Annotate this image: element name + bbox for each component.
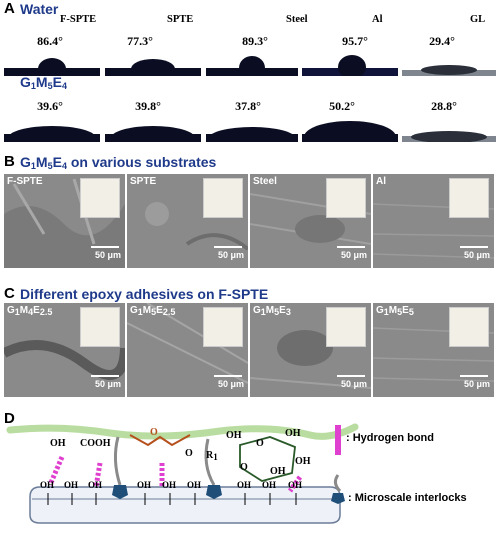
sample-photo (203, 307, 243, 347)
surface-oh-4: OH (137, 480, 152, 490)
sem-label: G1M5E5 (376, 305, 414, 317)
sem-label: SPTE (130, 176, 157, 187)
scale-bar-label: 50 μm (340, 250, 367, 260)
adhesive-droplet-steel (206, 114, 298, 142)
group-ring-oh-2: OH (285, 428, 301, 439)
water-droplet-gl (402, 48, 496, 76)
sem-label: G1M5E2.5 (130, 305, 176, 317)
ester-group (129, 434, 191, 447)
interlock-chains (113, 436, 216, 486)
panel-letter-a: A (4, 0, 15, 17)
sample-photo (80, 178, 120, 218)
sample-photo (449, 307, 489, 347)
group-ring-oh-4: OH (295, 456, 311, 467)
panel-letter-b: B (4, 153, 15, 170)
substrate-tray (29, 486, 341, 524)
adhesive-angle-steel: 37.8° (235, 99, 261, 113)
group-ring-oh-3: OH (270, 466, 286, 477)
scale-bar-label: 50 μm (340, 379, 367, 389)
panel-c-title: Different epoxy adhesives on F-SPTE (20, 286, 269, 302)
sample-photo (203, 178, 243, 218)
adhesive-droplet-spte (105, 114, 201, 142)
water-droplet-al (302, 48, 398, 76)
group-cooh: COOH (80, 438, 111, 449)
sem-image-g1m5e5: G1M5E5 50 μm (373, 303, 494, 397)
panel-a-title: Water (20, 1, 59, 17)
surface-oh-1: OH (40, 480, 55, 490)
interlock-legend-swatch (333, 474, 342, 493)
surface-oh-5: OH (162, 480, 177, 490)
sample-photo (326, 307, 366, 347)
substrate-label-steel: Steel (286, 14, 308, 25)
sugar-ring (239, 436, 296, 482)
sem-label: Steel (253, 176, 277, 187)
water-angle-spte: 77.3° (127, 34, 153, 48)
scale-bar-label: 50 μm (217, 379, 244, 389)
sem-image-al: Al 50 μm (373, 174, 494, 268)
surface-sticks (47, 493, 297, 505)
substrate-label-al: Al (372, 14, 383, 25)
sem-image-g1m5e3: G1M5E3 50 μm (250, 303, 371, 397)
group-oh: OH (50, 438, 66, 449)
adhesive-droplet-fspte (4, 114, 100, 142)
surface-oh-2: OH (64, 480, 79, 490)
interlock-markers (112, 485, 222, 499)
adhesive-angle-al: 50.2° (329, 99, 355, 113)
group-ring-o-2: O (240, 462, 248, 473)
sem-label: Al (376, 176, 386, 187)
adhesive-label: G1M5E4 (20, 74, 67, 91)
water-angle-al: 95.7° (342, 34, 368, 48)
surface-oh-7: OH (237, 480, 252, 490)
sem-label: F-SPTE (7, 176, 43, 187)
sem-image-g1m4e2.5: G1M4E2.5 50 μm (4, 303, 125, 397)
water-angle-fspte: 86.4° (37, 34, 63, 48)
adhesive-angle-gl: 28.8° (431, 99, 457, 113)
group-ring-oh-1: OH (226, 430, 242, 441)
legend-microscale-interlocks: : Microscale interlocks (348, 492, 467, 504)
legend-hydrogen-bond: : Hydrogen bond (346, 432, 434, 444)
scale-bar-label: 50 μm (94, 250, 121, 260)
substrate-label-fspte: F-SPTE (60, 14, 97, 25)
sample-photo (449, 178, 489, 218)
sample-photo (326, 178, 366, 218)
sem-image-g1m5e2.5: G1M5E2.5 50 μm (127, 303, 248, 397)
adhesive-droplet-al (302, 112, 398, 142)
water-droplet-spte (105, 48, 201, 76)
water-droplet-fspte (4, 48, 100, 76)
panel-letter-d: D (4, 410, 15, 427)
surface-oh-6: OH (187, 480, 202, 490)
hydrogen-bonds (47, 456, 303, 493)
sample-photo (80, 307, 120, 347)
adhesive-droplet-gl (402, 114, 496, 142)
panel-letter-c: C (4, 285, 15, 302)
water-droplet-steel (206, 48, 298, 76)
adhesive-angle-fspte: 39.6° (37, 99, 63, 113)
surface-oh-8: OH (262, 480, 277, 490)
hydrogen-bond-legend-swatch (335, 425, 341, 455)
substrate-label-spte: SPTE (167, 14, 194, 25)
sem-image-spte: SPTE 50 μm (127, 174, 248, 268)
group-o-1: O (150, 427, 158, 438)
surface-oh-3: OH (88, 480, 103, 490)
mechanism-diagram (6, 423, 359, 524)
sem-label: G1M5E3 (253, 305, 291, 317)
sem-image-fspte: F-SPTE 50 μm (4, 174, 125, 268)
substrate-label-gl: GL (470, 14, 486, 25)
surface-oh-9: OH (288, 480, 303, 490)
group-r1: R1 (206, 450, 218, 462)
scale-bar-label: 50 μm (463, 379, 490, 389)
sem-image-steel: Steel 50 μm (250, 174, 371, 268)
water-angle-gl: 29.4° (429, 34, 455, 48)
group-ring-o: O (256, 438, 264, 449)
sem-label: G1M4E2.5 (7, 305, 53, 317)
scale-bar-label: 50 μm (463, 250, 490, 260)
scale-bar-label: 50 μm (217, 250, 244, 260)
scale-bar-label: 50 μm (94, 379, 121, 389)
polymer-chain (6, 423, 359, 440)
group-o-2: O (185, 448, 193, 459)
water-angle-steel: 89.3° (242, 34, 268, 48)
adhesive-angle-spte: 39.8° (135, 99, 161, 113)
interlock-legend-marker (331, 493, 345, 504)
panel-b-title: G1M5E4 on various substrates (20, 154, 217, 171)
